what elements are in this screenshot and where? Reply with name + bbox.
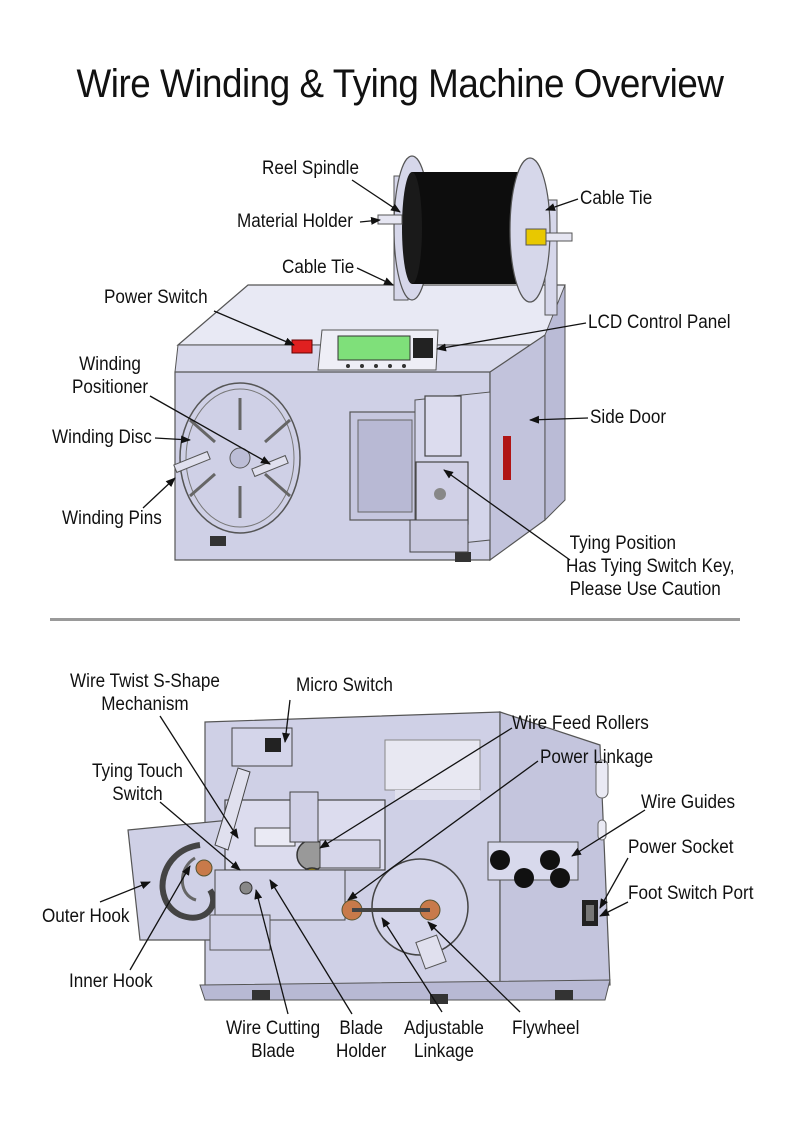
label-winding-positioner-line-2: Positioner	[72, 377, 149, 398]
label-cable-tie-spool: Cable Tie	[580, 188, 653, 209]
label-tying-position-line-1: Tying Position	[569, 533, 677, 554]
label-winding-disc: Winding Disc	[52, 427, 152, 448]
label-outer-hook: Outer Hook	[42, 906, 130, 927]
label-wire-guides: Wire Guides	[641, 792, 736, 813]
label-adjustable-linkage-line-2: Linkage	[413, 1041, 474, 1062]
label-blade-holder: Blade Holder	[336, 1017, 386, 1063]
power-switch-icon	[291, 339, 313, 354]
winding-pin-left	[173, 450, 211, 474]
label-tying-position-line-3: Please Use Caution	[569, 579, 721, 600]
label-tying-touch-line-1: Tying Touch	[92, 761, 183, 782]
label-blade-holder-line-1: Blade	[339, 1018, 384, 1039]
side-door-indicator	[503, 436, 511, 480]
qr-code-icon	[413, 338, 433, 358]
label-reel-spindle: Reel Spindle	[262, 158, 359, 179]
bottom-machine	[127, 711, 611, 1004]
lcd-screen	[337, 335, 411, 361]
label-foot-switch-port: Foot Switch Port	[628, 883, 754, 904]
micro-switch-icon	[265, 738, 281, 752]
inner-hook	[180, 856, 197, 902]
outer-hook	[159, 842, 217, 921]
label-blade-holder-line-2: Holder	[336, 1041, 387, 1062]
label-power-linkage: Power Linkage	[540, 747, 654, 768]
label-winding-positioner-line-1: Winding	[79, 354, 141, 375]
label-side-door: Side Door	[590, 407, 667, 428]
label-flywheel: Flywheel	[512, 1018, 580, 1039]
label-winding-positioner: Winding Positioner	[72, 353, 148, 399]
label-power-switch: Power Switch	[104, 287, 208, 308]
label-inner-hook: Inner Hook	[69, 971, 153, 992]
label-tying-position-line-2: Has Tying Switch Key,	[566, 556, 735, 577]
cable-tie-spool	[525, 228, 547, 246]
wire-reel	[412, 172, 524, 284]
label-wire-cutting-line-2: Blade	[251, 1041, 295, 1062]
label-power-socket: Power Socket	[628, 837, 734, 858]
label-tying-touch-switch: Tying Touch Switch	[92, 760, 183, 806]
label-wire-feed-rollers: Wire Feed Rollers	[512, 713, 649, 734]
label-tying-touch-line-2: Switch	[112, 784, 163, 805]
label-lcd-control-panel: LCD Control Panel	[588, 312, 731, 333]
label-micro-switch: Micro Switch	[296, 675, 393, 696]
bottom-callout-arrows	[99, 699, 646, 1015]
top-callout-arrows	[142, 179, 589, 561]
top-machine	[173, 155, 573, 562]
label-wire-cutting-line-1: Wire Cutting	[226, 1018, 321, 1039]
label-wire-cutting-blade: Wire Cutting Blade	[226, 1017, 320, 1063]
diagram-title: Wire Winding & Tying Machine Overview	[76, 62, 724, 106]
label-material-holder: Material Holder	[237, 211, 353, 232]
label-wire-twist-line-2: Mechanism	[101, 694, 189, 715]
label-wire-twist-line-1: Wire Twist S-Shape	[70, 671, 220, 692]
label-tying-position: Tying Position Has Tying Switch Key, Ple…	[566, 532, 735, 601]
section-divider	[50, 618, 740, 621]
label-cable-tie-bar: Cable Tie	[282, 257, 355, 278]
label-winding-pins: Winding Pins	[62, 508, 162, 529]
label-adjustable-linkage: Adjustable Linkage	[404, 1017, 484, 1063]
label-wire-twist-mechanism: Wire Twist S-Shape Mechanism	[70, 670, 220, 716]
label-adjustable-linkage-line-1: Adjustable	[404, 1018, 484, 1039]
